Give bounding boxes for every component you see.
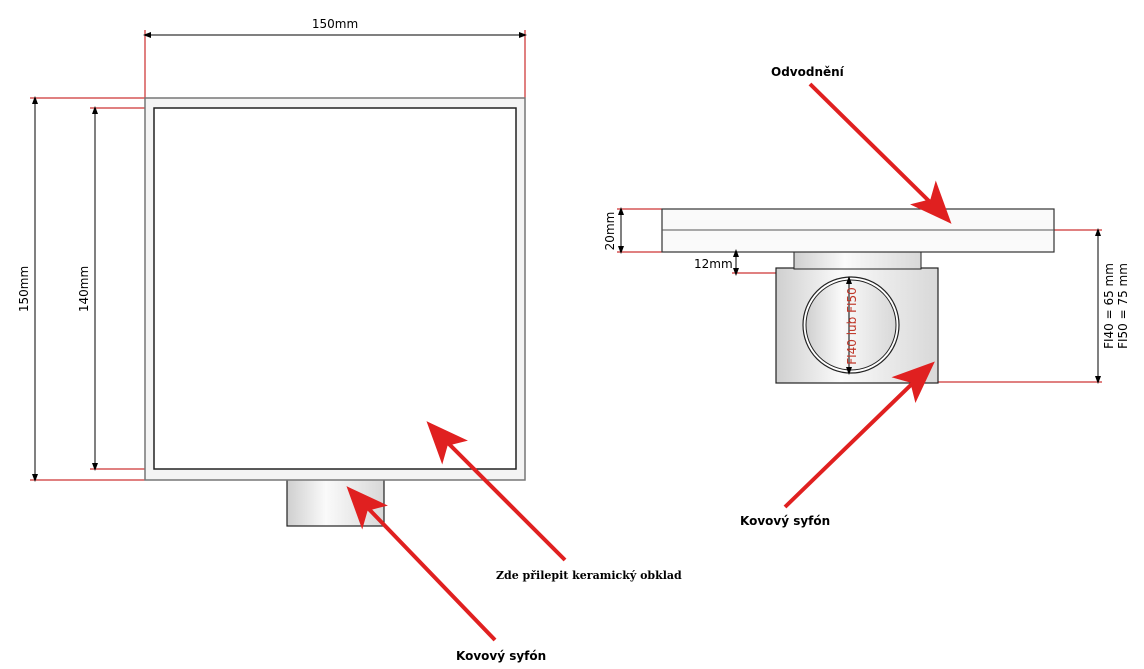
gap-label: 12mm	[694, 257, 733, 271]
width-label: 150mm	[312, 17, 358, 31]
siphon-label: Kovový syfón	[456, 649, 546, 663]
top-view: 150mm 150mm 140mm Zde přilepit keramický…	[17, 17, 682, 663]
red-arrow	[783, 82, 952, 509]
outer-height-label: 150mm	[17, 266, 31, 312]
tile-tray	[153, 107, 517, 470]
tile-note: Zde přilepit keramický obklad	[496, 569, 682, 582]
height-fi40-label: FI40 = 65 mm	[1102, 263, 1116, 349]
side-siphon-label: Kovový syfón	[740, 514, 830, 528]
plate-height-label: 20mm	[603, 212, 617, 251]
side-view: 20mm 12mm FI40 lub FI50 FI40 = 65 mm FI5…	[603, 65, 1130, 528]
height-fi50-label: FI50 = 75 mm	[1116, 263, 1130, 349]
pipe-diameter-label: FI40 lub FI50	[845, 287, 859, 365]
siphon-neck	[793, 251, 922, 270]
red-arrow	[346, 421, 567, 642]
drain-label: Odvodnění	[771, 65, 845, 79]
inner-height-label: 140mm	[77, 266, 91, 312]
